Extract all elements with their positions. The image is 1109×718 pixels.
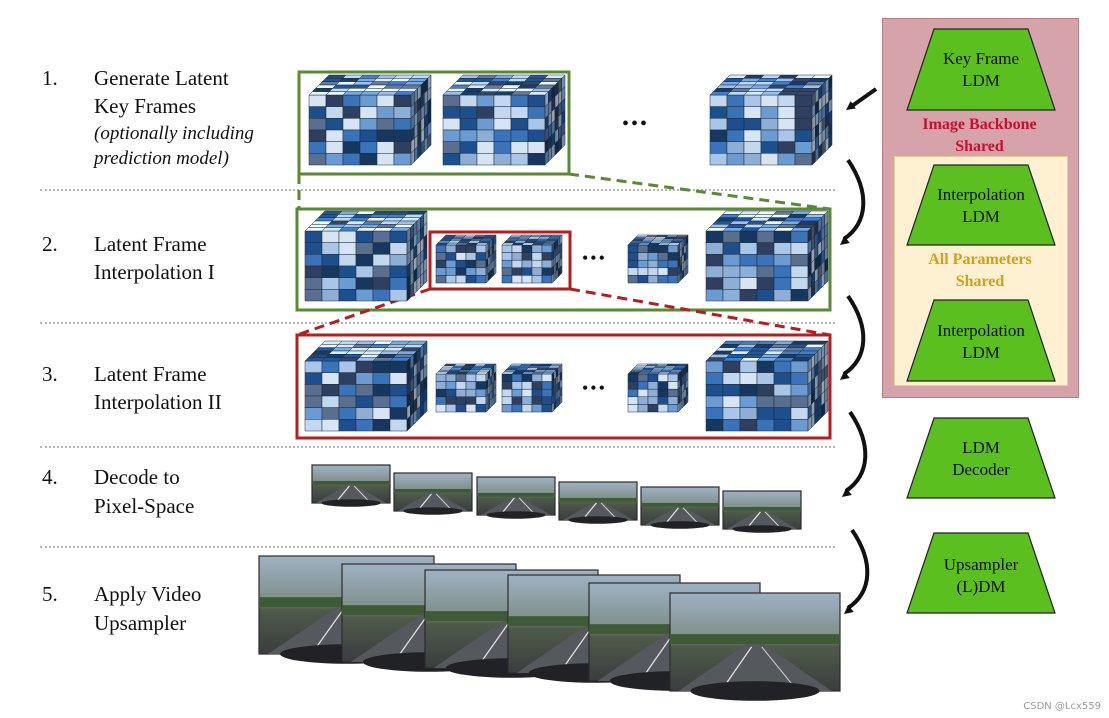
latent-cube (304, 210, 428, 302)
latent-cube (308, 74, 432, 166)
upsampler-ldm-label: Upsampler (L)DM (906, 554, 1056, 598)
step-number: 5. (42, 582, 58, 606)
region-label-line: All Parameters (928, 251, 1032, 268)
model-label-line: (L)DM (956, 577, 1006, 596)
step-number: 2. (42, 232, 58, 256)
step-title-line: Decode to (94, 465, 180, 489)
latent-cube (627, 234, 689, 284)
photos-layer (258, 464, 841, 701)
interpolation-1-box (295, 207, 832, 312)
step-number: 4. (42, 465, 58, 489)
flow-arrow (844, 410, 868, 493)
latent-cube (501, 234, 563, 284)
model-label-line: Upsampler (943, 555, 1019, 574)
step-title-line: Latent Frame (94, 232, 207, 256)
models-layer (906, 28, 1056, 614)
row-divider (40, 546, 835, 548)
step-subtitle-line: prediction model) (94, 148, 229, 169)
latent-cube (627, 363, 689, 413)
model-label-line: LDM (962, 71, 1000, 90)
flow-arrow (842, 158, 866, 241)
region-label-line: Image Backbone (922, 116, 1037, 133)
ellipsis: ••• (582, 378, 607, 398)
interpolation-ldm-label-2: Interpolation LDM (906, 320, 1056, 364)
step-title-line: Key Frames (94, 94, 197, 118)
latent-cube (709, 74, 833, 166)
video-frame (311, 464, 391, 507)
row-divider (40, 446, 835, 448)
model-label-line: LDM (962, 438, 1000, 457)
arrow-head (846, 101, 856, 110)
latent-cube (705, 340, 829, 432)
flow-arrow (846, 528, 870, 610)
ldm-decoder-label: LDM Decoder (906, 437, 1056, 481)
arrow-head (840, 370, 850, 380)
latent-cube (705, 210, 829, 302)
step-title-line: Generate Latent (94, 66, 229, 90)
model-trapezoid (906, 417, 1056, 499)
video-frame (558, 481, 638, 524)
step-title-line: Latent Frame (94, 362, 207, 386)
video-frame (476, 476, 556, 519)
image-backbone-label: Image Backbone Shared (882, 114, 1077, 158)
ellipsis: ••• (622, 113, 650, 135)
zoom-connector (568, 172, 831, 211)
ellipsis: ••• (582, 248, 607, 268)
arrow-head (844, 604, 854, 614)
latent-cube (435, 234, 497, 284)
step-number: 3. (42, 362, 58, 386)
interpolation-ldm-label: Interpolation LDM (906, 184, 1056, 228)
step-subtitle-line: (optionally including (94, 123, 254, 144)
arrows-layer (840, 87, 878, 614)
key-frame-ldm-label: Key Frame LDM (906, 48, 1056, 92)
arrow-head (840, 235, 850, 245)
video-frame (640, 486, 720, 529)
model-trapezoid (906, 164, 1056, 246)
latent-cube (501, 363, 563, 413)
step-title-line: Pixel-Space (94, 494, 195, 518)
video-frame (669, 592, 841, 701)
model-label-line: Interpolation (937, 321, 1025, 340)
step-number: 1. (42, 66, 58, 90)
video-frame (722, 490, 802, 533)
latent-cube (304, 340, 428, 432)
model-trapezoid (906, 532, 1056, 614)
interpolation-1-red-box (428, 230, 572, 291)
model-label-line: LDM (962, 207, 1000, 226)
cubes-layer (304, 74, 833, 432)
region-label-line: Shared (955, 273, 1005, 290)
latent-cube (435, 363, 497, 413)
model-label-line: LDM (962, 343, 1000, 362)
arrow (850, 87, 878, 108)
step-title-line: Apply Video (94, 582, 202, 606)
model-label-line: Interpolation (937, 185, 1025, 204)
model-label-line: Key Frame (942, 49, 1019, 68)
video-frame (393, 472, 473, 515)
latent-cube (442, 74, 566, 166)
row-divider (40, 322, 835, 324)
flow-arrow (842, 294, 866, 376)
arrow-head (842, 487, 852, 497)
step-title-line: Interpolation II (94, 390, 222, 414)
watermark: CSDN @Lcx559 (1023, 701, 1101, 712)
step-title-line: Interpolation I (94, 260, 215, 284)
row-divider (40, 189, 835, 191)
interpolation-2-box (295, 333, 832, 440)
key-frames-box (297, 70, 571, 176)
model-label-line: Decoder (952, 460, 1010, 479)
zoom-connector (569, 287, 831, 337)
model-trapezoid (906, 299, 1056, 382)
region-label-line: Shared (955, 138, 1004, 155)
step-title-line: Upsampler (94, 611, 187, 635)
model-trapezoid (906, 28, 1056, 111)
all-parameters-label: All Parameters Shared (894, 249, 1066, 293)
